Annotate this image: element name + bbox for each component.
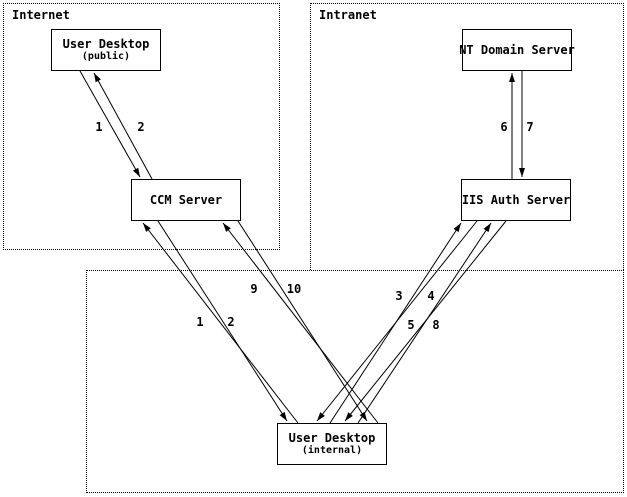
zone-internet-label: Internet <box>12 8 70 22</box>
zone-intranet: Intranet <box>310 3 624 270</box>
node-ccm-server: CCM Server <box>131 179 241 221</box>
node-title: IIS Auth Server <box>461 192 571 207</box>
node-title: CCM Server <box>149 192 223 207</box>
node-title: NT Domain Server <box>459 42 575 57</box>
node-title: User Desktop <box>288 431 376 445</box>
node-user-desktop-internal: User Desktop (internal) <box>277 423 387 465</box>
node-subtitle: (public) <box>81 51 131 62</box>
node-subtitle: (internal) <box>301 445 363 456</box>
zone-intranet-label: Intranet <box>319 8 377 22</box>
node-iis-auth-server: IIS Auth Server <box>461 179 571 221</box>
node-user-desktop-public: User Desktop (public) <box>51 29 161 71</box>
zone-internet: Internet <box>3 3 280 250</box>
node-title: User Desktop <box>62 37 150 51</box>
node-nt-domain-server: NT Domain Server <box>459 29 575 71</box>
